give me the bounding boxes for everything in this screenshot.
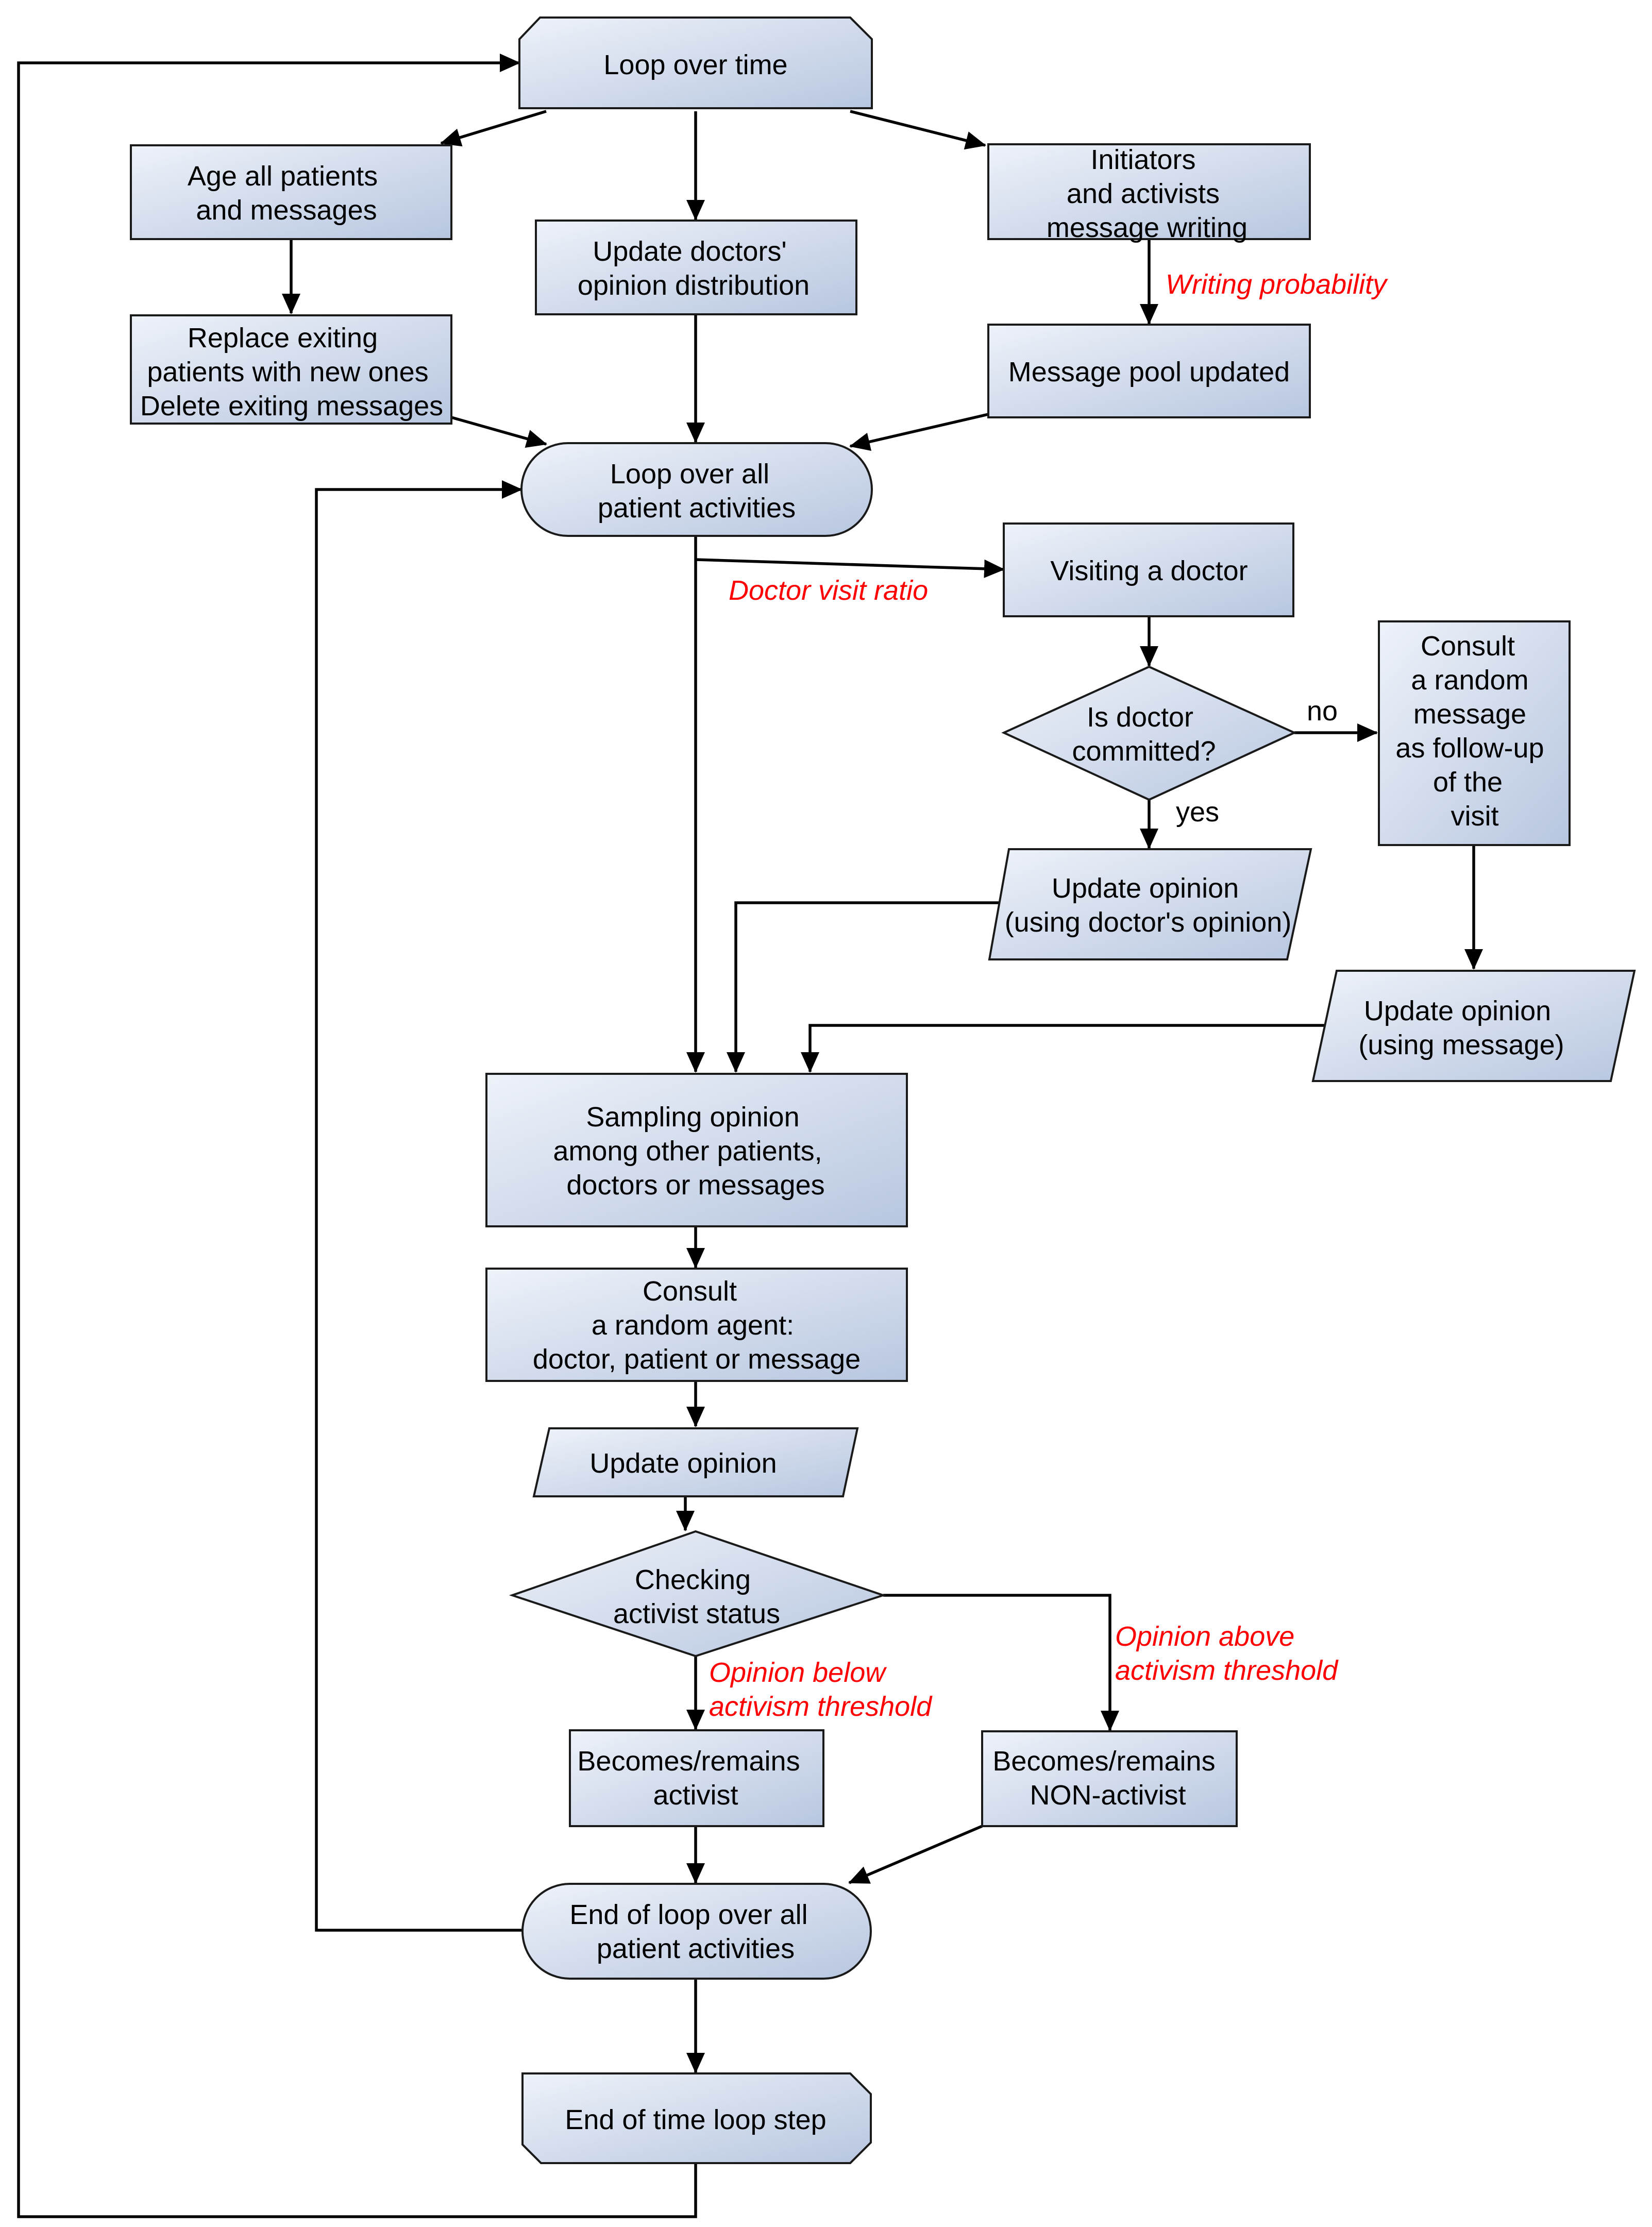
becomes-non-activist-label: Becomes/remains NON-activist — [992, 1746, 1223, 1811]
edge-non-activist-to-end-patients — [848, 1825, 983, 1884]
update-doctors-distribution-label: Update doctors' opinion distribution — [578, 236, 810, 301]
sampling-opinion-label: Sampling opinion among other patients, d… — [553, 1102, 830, 1201]
message-writing-node — [987, 143, 1311, 240]
message-pool-label: Message pool updated — [1008, 357, 1290, 387]
writing-probability-label: Writing probability — [1166, 269, 1388, 300]
checking-activist-status-node — [509, 1530, 887, 1658]
edges — [17, 54, 1483, 2218]
visiting-doctor-node — [1003, 522, 1294, 617]
consult-random-agent-node — [485, 1268, 908, 1382]
checking-activist-status-label: Checking activist status — [613, 1564, 780, 1629]
node-labels: Loop over time Age all patients and mess… — [140, 49, 1564, 2135]
opinion-above-threshold-label: Opinion above activism threshold — [1115, 1621, 1339, 1686]
end-loop-patients-node — [521, 1883, 872, 1980]
update-opinion-message-node — [1311, 970, 1636, 1082]
message-writing-label: Initiators and activists message writing — [1047, 144, 1248, 243]
age-patients-label: Age all patients and messages — [188, 161, 385, 226]
edge-replace-to-loop-patients — [451, 416, 547, 448]
update-opinion-doctor-node — [988, 848, 1312, 960]
edge-update-doctor-to-sampling — [727, 901, 1001, 1073]
yes-branch-label: yes — [1176, 797, 1219, 828]
end-loop-patients-label: End of loop over all patient activities — [569, 1899, 815, 1964]
loop-patients-label: Loop over all patient activities — [598, 459, 796, 524]
edge-update-message-to-sampling — [801, 1024, 1334, 1073]
is-doctor-committed-node — [1001, 665, 1297, 801]
consult-random-agent-label: Consult a random agent: doctor, patient … — [533, 1276, 861, 1375]
opinion-below-threshold-label: Opinion below activism threshold — [709, 1657, 933, 1722]
end-time-loop-node — [521, 2072, 872, 2164]
is-doctor-committed-label: Is doctor committed? — [1072, 702, 1216, 767]
replace-patients-label: Replace exiting patients with new ones D… — [140, 323, 443, 421]
nodes — [130, 16, 1636, 2164]
update-doctors-distribution-node — [535, 220, 857, 315]
edge-checking-to-non-activist — [883, 1594, 1119, 1731]
age-patients-node — [130, 144, 452, 240]
edge-labels: Writing probability Doctor visit ratio n… — [709, 269, 1388, 1722]
update-opinion-doctor-label: Update opinion (using doctor's opinion) — [1005, 873, 1292, 938]
doctor-visit-ratio-label: Doctor visit ratio — [729, 575, 928, 606]
update-opinion-node — [532, 1427, 859, 1497]
becomes-activist-node — [569, 1729, 824, 1827]
edge-end-patients-back-to-loop-patients — [315, 480, 522, 1932]
edge-loop-to-age — [440, 110, 547, 147]
edge-pool-to-loop-patients — [849, 413, 989, 451]
update-opinion-label: Update opinion — [589, 1448, 777, 1479]
loop-over-time-label: Loop over time — [603, 49, 787, 80]
edge-loop-patients-to-visiting — [695, 558, 1005, 578]
message-pool-node — [987, 324, 1311, 418]
loop-patients-node — [520, 442, 873, 537]
becomes-non-activist-node — [981, 1730, 1238, 1827]
sampling-opinion-node — [485, 1073, 908, 1227]
visiting-doctor-label: Visiting a doctor — [1050, 555, 1248, 586]
update-opinion-message-label: Update opinion (using message) — [1358, 996, 1564, 1060]
consult-random-message-node — [1378, 620, 1571, 846]
no-branch-label: no — [1307, 696, 1338, 727]
loop-over-time-node — [518, 16, 873, 109]
consult-random-message-label: Consult a random message as follow-up of… — [1395, 631, 1552, 832]
edge-loop-to-initiators — [850, 110, 986, 150]
end-time-loop-label: End of time loop step — [565, 2104, 826, 2135]
becomes-activist-label: Becomes/remains activist — [577, 1746, 807, 1811]
edge-end-time-back-to-loop-time — [17, 54, 697, 2218]
replace-patients-node — [130, 314, 452, 425]
